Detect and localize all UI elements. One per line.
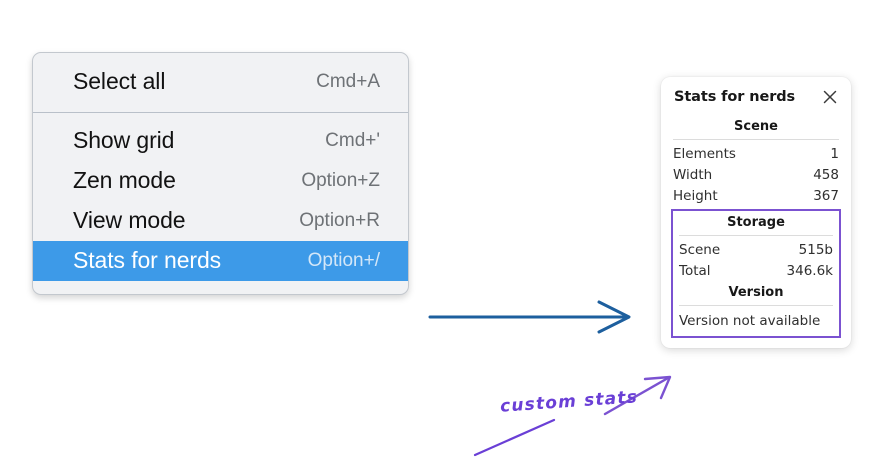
section-heading-scene: Scene xyxy=(734,119,778,134)
menu-item-show-grid[interactable]: Show grid Cmd+' xyxy=(33,121,408,161)
menu-divider xyxy=(33,112,408,113)
menu-item-select-all[interactable]: Select all Cmd+A xyxy=(33,62,408,102)
flow-arrow-icon xyxy=(428,300,631,334)
annotation-label-custom-stats: custom stats xyxy=(499,387,639,417)
stat-key: Width xyxy=(673,166,713,183)
menu-group-2: Show grid Cmd+' Zen mode Option+Z View m… xyxy=(33,113,408,294)
version-text: Version not available xyxy=(679,313,821,329)
menu-item-label: Show grid xyxy=(73,127,175,153)
stat-value: 458 xyxy=(813,166,839,183)
stats-panel-header: Stats for nerds xyxy=(661,88,851,106)
section-heading-storage: Storage xyxy=(727,215,785,230)
stat-value: 515b xyxy=(798,241,833,258)
section-rule xyxy=(679,305,833,306)
callout-tail-line xyxy=(473,418,556,457)
stat-value: 1 xyxy=(830,145,839,162)
menu-item-label: View mode xyxy=(73,207,186,233)
context-menu[interactable]: Select all Cmd+A Show grid Cmd+' Zen mod… xyxy=(32,52,409,295)
section-rule xyxy=(679,235,833,236)
stat-value: 367 xyxy=(813,187,839,204)
section-rule xyxy=(673,139,839,140)
menu-item-shortcut: Option+Z xyxy=(301,169,380,191)
stats-panel-body: Scene Elements 1 Width 458 Height 367 St… xyxy=(661,115,851,338)
menu-group-1: Select all Cmd+A xyxy=(33,53,408,112)
menu-item-label: Zen mode xyxy=(73,167,176,193)
menu-item-shortcut: Cmd+' xyxy=(325,129,380,151)
menu-item-shortcut: Option+/ xyxy=(307,249,380,271)
stat-key: Elements xyxy=(673,145,736,162)
stats-for-nerds-panel: Stats for nerds Scene Elements 1 Width 4… xyxy=(661,77,851,348)
stats-panel-title: Stats for nerds xyxy=(674,89,796,105)
menu-item-shortcut: Cmd+A xyxy=(316,70,380,92)
menu-item-view-mode[interactable]: View mode Option+R xyxy=(33,201,408,241)
menu-item-zen-mode[interactable]: Zen mode Option+Z xyxy=(33,161,408,201)
stat-key: Total xyxy=(679,262,711,279)
stat-row-width: Width 458 xyxy=(673,164,839,185)
stat-row-storage-scene: Scene 515b xyxy=(679,239,833,260)
stat-row-height: Height 367 xyxy=(673,185,839,206)
menu-item-label: Stats for nerds xyxy=(73,247,222,273)
stat-key: Height xyxy=(673,187,718,204)
stat-value: 346.6k xyxy=(786,262,833,279)
menu-item-stats-for-nerds[interactable]: Stats for nerds Option+/ xyxy=(33,241,408,281)
section-heading-version: Version xyxy=(728,285,784,300)
menu-item-shortcut: Option+R xyxy=(299,209,380,231)
stat-row-storage-total: Total 346.6k xyxy=(679,260,833,281)
custom-stats-region: Storage Scene 515b Total 346.6k Version … xyxy=(671,209,841,338)
stat-key: Scene xyxy=(679,241,721,258)
close-icon[interactable] xyxy=(821,88,839,106)
stat-row-elements: Elements 1 xyxy=(673,143,839,164)
menu-item-label: Select all xyxy=(73,68,166,94)
